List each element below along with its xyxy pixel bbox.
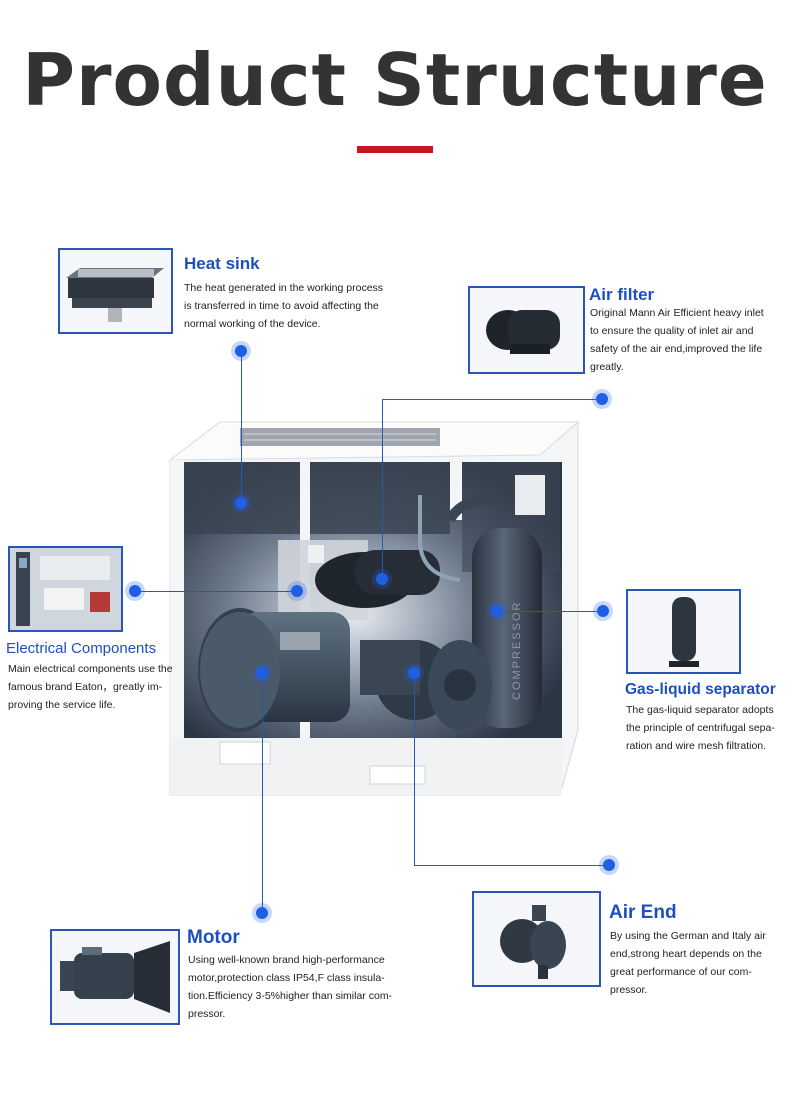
air-end-description: By using the German and Italy air end,st… xyxy=(610,930,766,996)
air-filter-label: Air filter xyxy=(589,285,655,304)
heat-sink-marker-top[interactable] xyxy=(235,345,247,357)
air-end-connector xyxy=(414,673,415,865)
page-title: Product Structure xyxy=(22,38,768,122)
air-end-thumbnail xyxy=(472,891,601,987)
separator-marker-end[interactable] xyxy=(597,605,609,617)
air-end-connector-h xyxy=(414,865,609,866)
air-filter-description: Original Mann Air Efficient heavy inlet … xyxy=(590,307,764,373)
heat-sink-description: The heat generated in the working proces… xyxy=(184,282,384,330)
air-filter-marker[interactable] xyxy=(376,573,388,585)
electrical-label: Electrical Components xyxy=(6,640,157,657)
separator-marker[interactable] xyxy=(491,605,503,617)
heat-sink-marker[interactable] xyxy=(235,497,247,509)
separator-description: The gas-liquid separator adopts the prin… xyxy=(626,704,775,752)
electrical-marker-start[interactable] xyxy=(129,585,141,597)
air-filter-connector xyxy=(382,399,602,400)
motor-thumbnail xyxy=(50,929,180,1025)
heat-sink-thumbnail xyxy=(58,248,173,334)
air-end-marker-end[interactable] xyxy=(603,859,615,871)
electrical-thumbnail xyxy=(8,546,123,632)
electrical-description: Main electrical components use the famou… xyxy=(8,663,173,711)
electrical-connector xyxy=(135,591,297,592)
air-end-marker[interactable] xyxy=(408,667,420,679)
motor-description: Using well-known brand high-performance … xyxy=(188,954,393,1020)
air-filter-connector-down xyxy=(382,399,383,579)
separator-label: Gas-liquid separator xyxy=(625,681,776,698)
air-filter-marker-end[interactable] xyxy=(596,393,608,405)
separator-thumbnail xyxy=(626,589,741,674)
electrical-marker[interactable] xyxy=(291,585,303,597)
heat-sink-label: Heat sink xyxy=(184,254,260,273)
title-underline xyxy=(357,146,433,153)
motor-connector xyxy=(262,673,263,913)
tank-label: COMPRESSOR xyxy=(511,601,523,700)
motor-label: Motor xyxy=(187,927,240,948)
heat-sink-connector xyxy=(241,351,242,503)
motor-marker[interactable] xyxy=(256,667,268,679)
motor-marker-end[interactable] xyxy=(256,907,268,919)
air-filter-thumbnail xyxy=(468,286,585,374)
compressor-illustration: COMPRESSOR xyxy=(168,421,580,796)
separator-connector xyxy=(497,611,603,612)
air-end-label: Air End xyxy=(609,902,677,923)
